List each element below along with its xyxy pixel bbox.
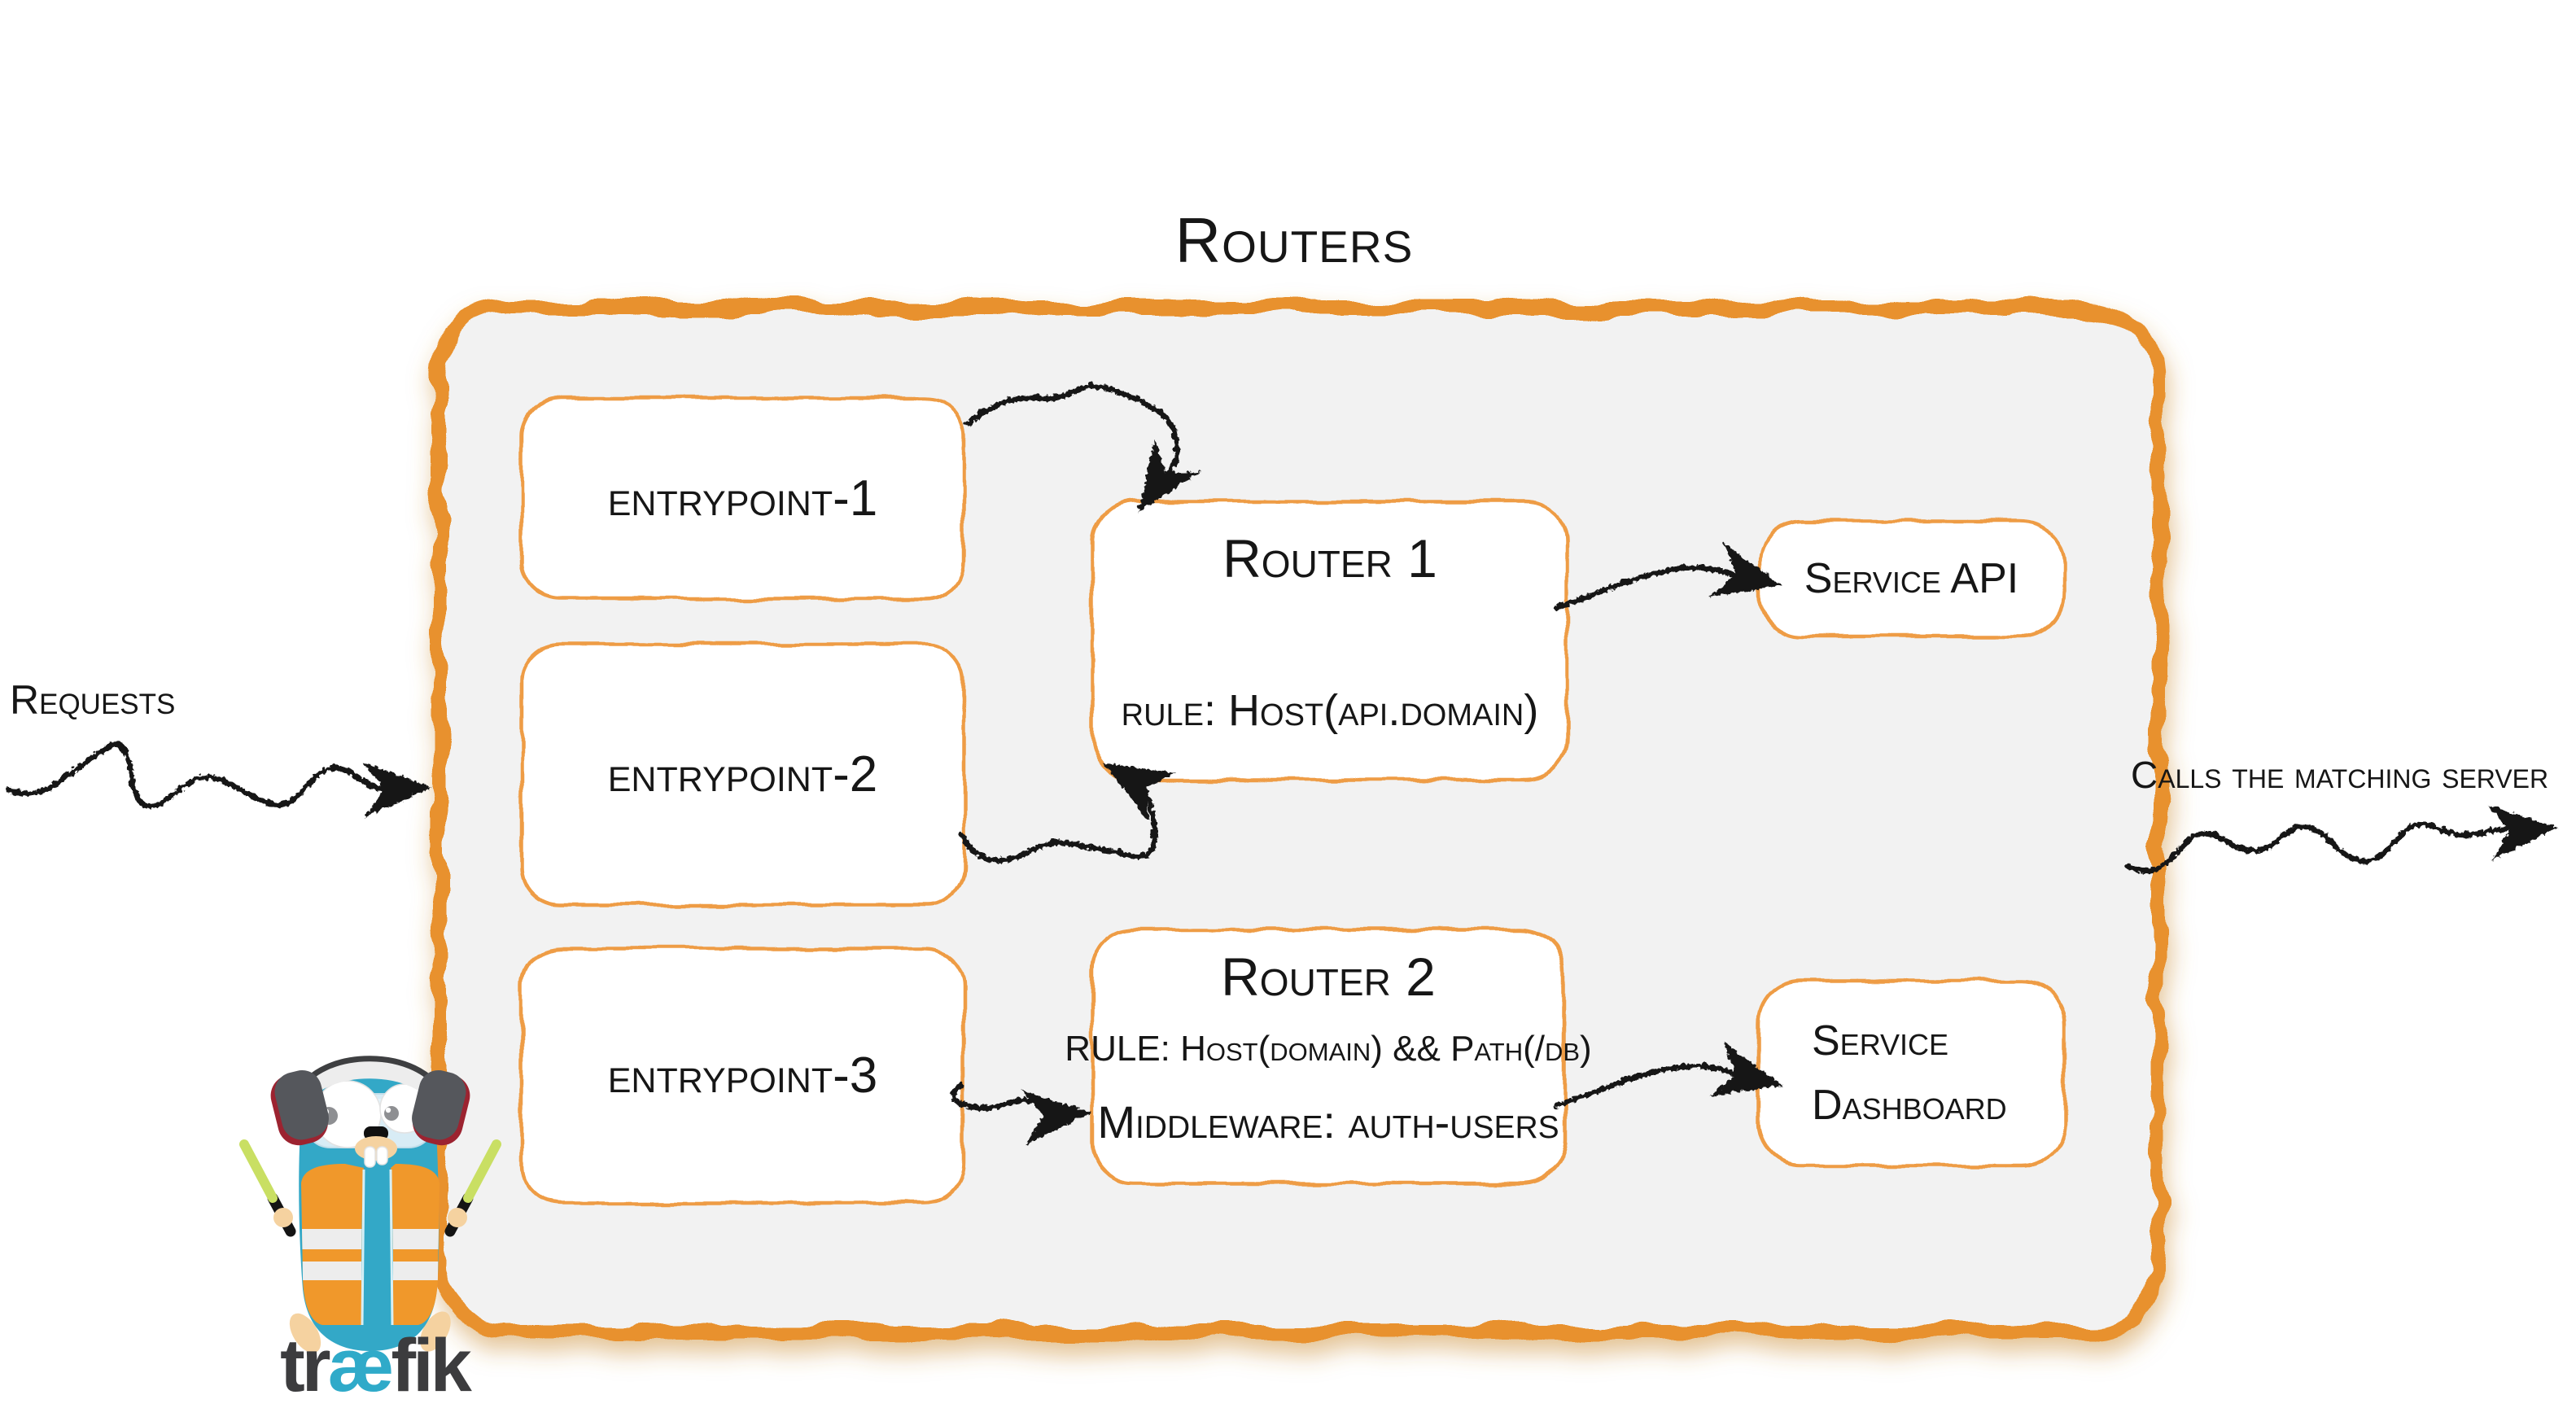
router-2-middleware: Middleware: auth-users xyxy=(1097,1095,1559,1148)
entrypoint-3-label: entrypoint-3 xyxy=(607,1047,878,1104)
calls-matching-server-label: Calls the matching server xyxy=(2131,754,2549,797)
service-api-label: Service API xyxy=(1804,554,2019,602)
router-1-box xyxy=(1090,499,1570,782)
service-dashboard-line1: Service xyxy=(1812,1017,1949,1065)
gopher-muzzle xyxy=(355,1136,397,1161)
entrypoint-1-label: entrypoint-1 xyxy=(607,470,878,527)
router-2-rule: RULE: Host(domain) && Path(/db) xyxy=(1065,1029,1592,1069)
service-dashboard-line2: Dashboard xyxy=(1812,1081,2007,1129)
router-1-rule: rule: Host(api.domain) xyxy=(1121,685,1539,735)
requests-arrow xyxy=(3,740,424,810)
router-2-box xyxy=(1090,927,1567,1186)
router1-to-service-api-arrow xyxy=(1551,549,1780,610)
wordmark-pre: tr xyxy=(280,1324,330,1407)
router-1-title: Router 1 xyxy=(1222,528,1437,589)
marshalling-wands xyxy=(239,1139,501,1237)
diagram-title: Routers xyxy=(1174,204,1414,277)
entrypoint-2-box xyxy=(519,641,966,907)
wordmark-ae: æ xyxy=(327,1324,395,1407)
entrypoint-2-label: entrypoint-2 xyxy=(607,746,878,802)
wordmark-post: fik xyxy=(391,1324,471,1407)
entrypoint2-to-router1-arrow xyxy=(956,746,1166,862)
requests-label: Requests xyxy=(10,677,176,723)
router2-to-service-dashboard-arrow xyxy=(1551,1048,1780,1108)
mascot-feet xyxy=(289,1311,451,1353)
entrypoint-3-box xyxy=(519,946,966,1205)
entrypoint-1-box xyxy=(519,396,966,601)
entrypoint1-to-router1-arrow xyxy=(962,382,1190,517)
gopher-teeth xyxy=(364,1146,388,1168)
headphones-icon xyxy=(270,1056,470,1146)
calls-matching-server-arrow xyxy=(2123,805,2551,872)
service-dashboard-label: Service Dashboard xyxy=(1758,981,2065,1165)
traefik-wordmark: træfik xyxy=(236,1328,513,1403)
entrypoint3-to-router2-arrow xyxy=(949,1081,1084,1138)
traefik-mascot xyxy=(239,1056,501,1353)
router-2-title: Router 2 xyxy=(1221,947,1436,1008)
